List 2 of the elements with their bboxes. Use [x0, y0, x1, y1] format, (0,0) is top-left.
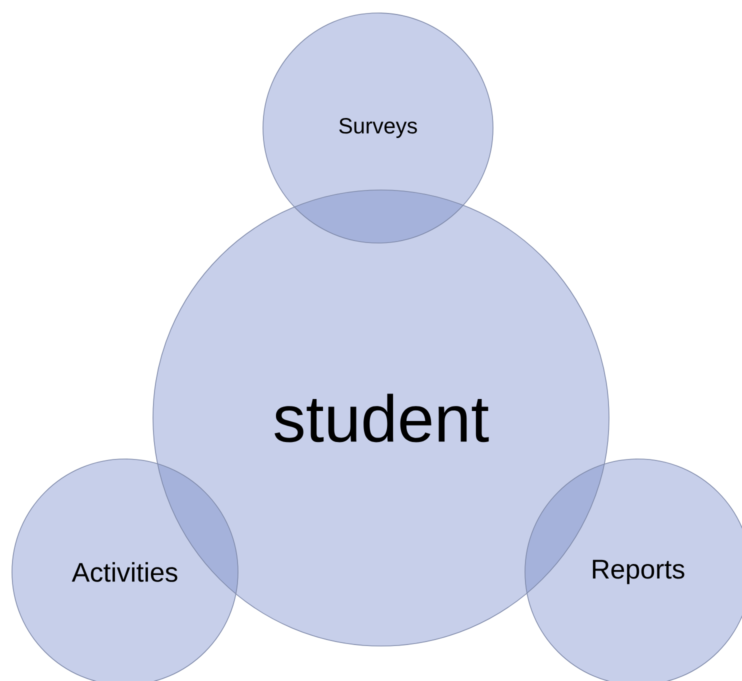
circle-node: Reports	[524, 458, 742, 681]
node-label: Surveys	[339, 118, 417, 138]
